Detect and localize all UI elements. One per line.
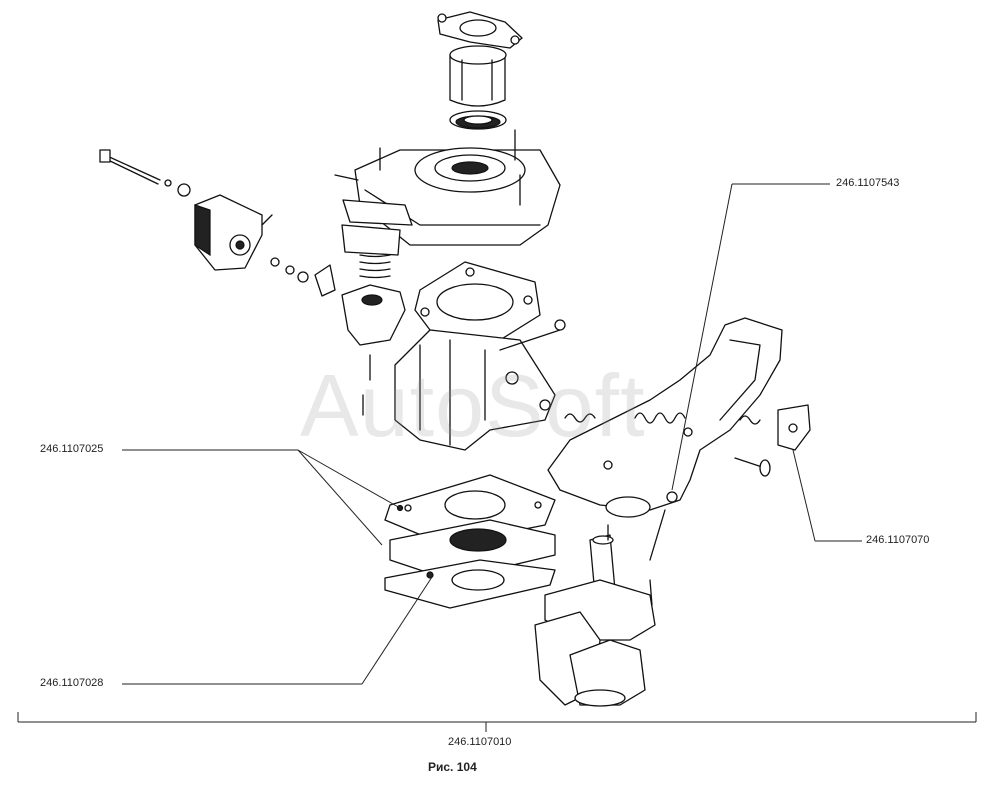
callout-246-1107025: 246.1107025 (40, 443, 104, 455)
insulator-plate (389, 519, 556, 581)
bottom-actuator (534, 509, 666, 707)
throttle-body-housing (394, 261, 596, 451)
figure-caption: Рис. 104 (428, 760, 477, 774)
callout-246-1107070: 246.1107070 (866, 534, 930, 546)
assembly-number: 246.1107010 (448, 736, 512, 748)
throttle-bracket (547, 317, 811, 518)
callout-246-1107543: 246.1107543 (836, 177, 900, 189)
leader-lines (17, 183, 977, 732)
throttle-position-sensor (99, 149, 336, 297)
watermark-text: AutoSoft (300, 356, 646, 455)
gasket-lower (384, 559, 556, 609)
idle-valve-with-spring (341, 199, 413, 416)
top-actuator-part (437, 11, 523, 130)
callout-246-1107028: 246.1107028 (40, 677, 104, 689)
